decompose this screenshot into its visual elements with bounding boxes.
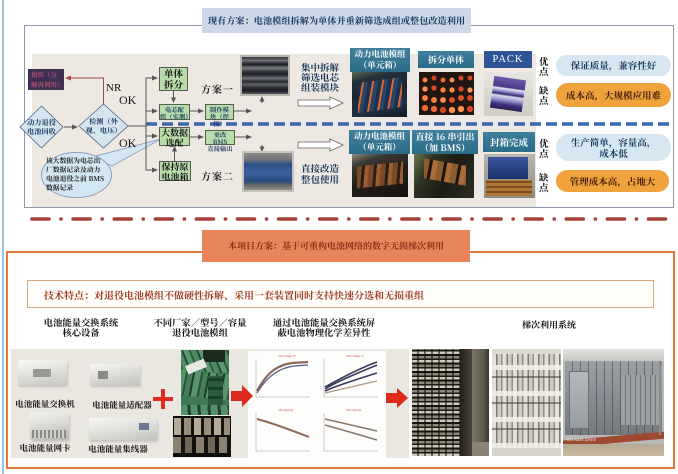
svg-text:cell voltage /V: cell voltage /V <box>346 354 364 358</box>
svg-text:cell voltage /V: cell voltage /V <box>278 354 296 358</box>
svg-text:cell capacity: cell capacity <box>278 408 294 412</box>
svg-text:cell capacity: cell capacity <box>346 408 362 412</box>
